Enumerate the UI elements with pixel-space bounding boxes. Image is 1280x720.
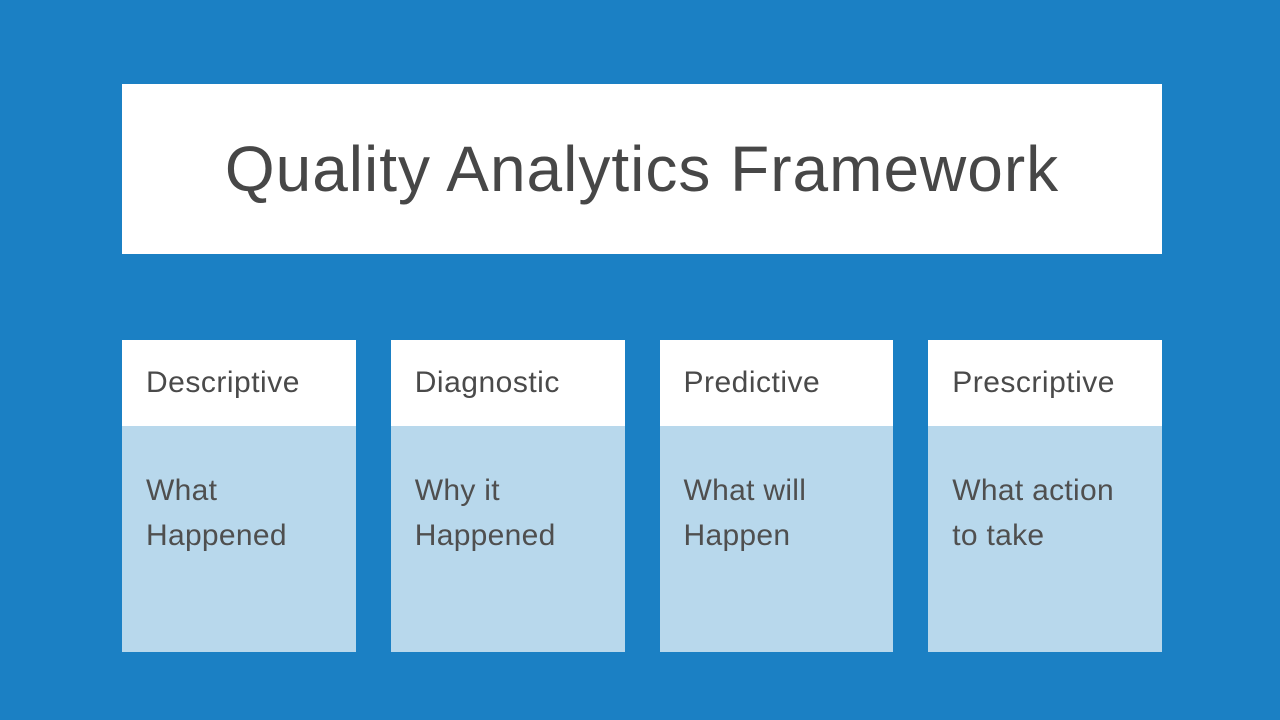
card-diagnostic-description: Why it Happened (414, 474, 556, 552)
card-predictive-label: Predictive (683, 366, 821, 399)
card-descriptive-description: What Happened (146, 474, 287, 552)
card-prescriptive-description: What action to take (952, 474, 1114, 552)
card-diagnostic: Diagnostic Why it Happened (390, 340, 625, 652)
card-diagnostic-label: Diagnostic (414, 366, 560, 399)
slide-title: Quality Analytics Framework (224, 133, 1060, 205)
card-prescriptive-body: What action to take (928, 426, 1162, 652)
card-predictive: Predictive What will Happen (659, 340, 894, 652)
card-descriptive: Descriptive What Happened (122, 340, 356, 652)
card-predictive-description: What will Happen (683, 474, 807, 552)
card-predictive-header: Predictive (659, 340, 894, 426)
card-prescriptive-label: Prescriptive (952, 366, 1115, 399)
slide-title-box: Quality Analytics Framework (122, 84, 1162, 254)
card-diagnostic-header: Diagnostic (390, 340, 625, 426)
card-diagnostic-body: Why it Happened (390, 426, 625, 652)
card-descriptive-body: What Happened (122, 426, 356, 652)
card-descriptive-label: Descriptive (146, 366, 300, 399)
analytics-cards-row: Descriptive What Happened Diagnostic Why… (122, 340, 1162, 652)
card-prescriptive: Prescriptive What action to take (928, 340, 1162, 652)
card-descriptive-header: Descriptive (122, 340, 356, 426)
card-prescriptive-header: Prescriptive (928, 340, 1162, 426)
card-predictive-body: What will Happen (659, 426, 894, 652)
